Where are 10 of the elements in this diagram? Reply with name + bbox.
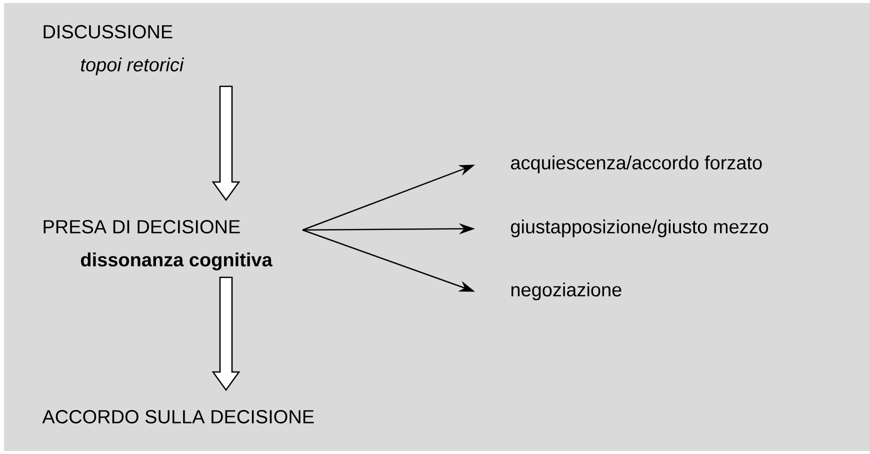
heading-text: negoziazione bbox=[511, 282, 622, 300]
heading-text: acquiescenza/accordo forzato bbox=[511, 156, 762, 174]
subheading-text: dissonanza cognitiva bbox=[81, 252, 272, 270]
heading-text: PRESA DI DECISIONE bbox=[44, 220, 240, 234]
subheading-text: topoi retorici bbox=[81, 58, 184, 76]
block-arrow bbox=[212, 276, 240, 392]
block-arrow bbox=[212, 86, 240, 202]
heading-text: giustapposizione/giusto mezzo bbox=[511, 220, 768, 238]
heading-text: DISCUSSIONE bbox=[44, 25, 172, 38]
heading-text: ACCORDO SULLA DECISIONE bbox=[42, 410, 314, 424]
